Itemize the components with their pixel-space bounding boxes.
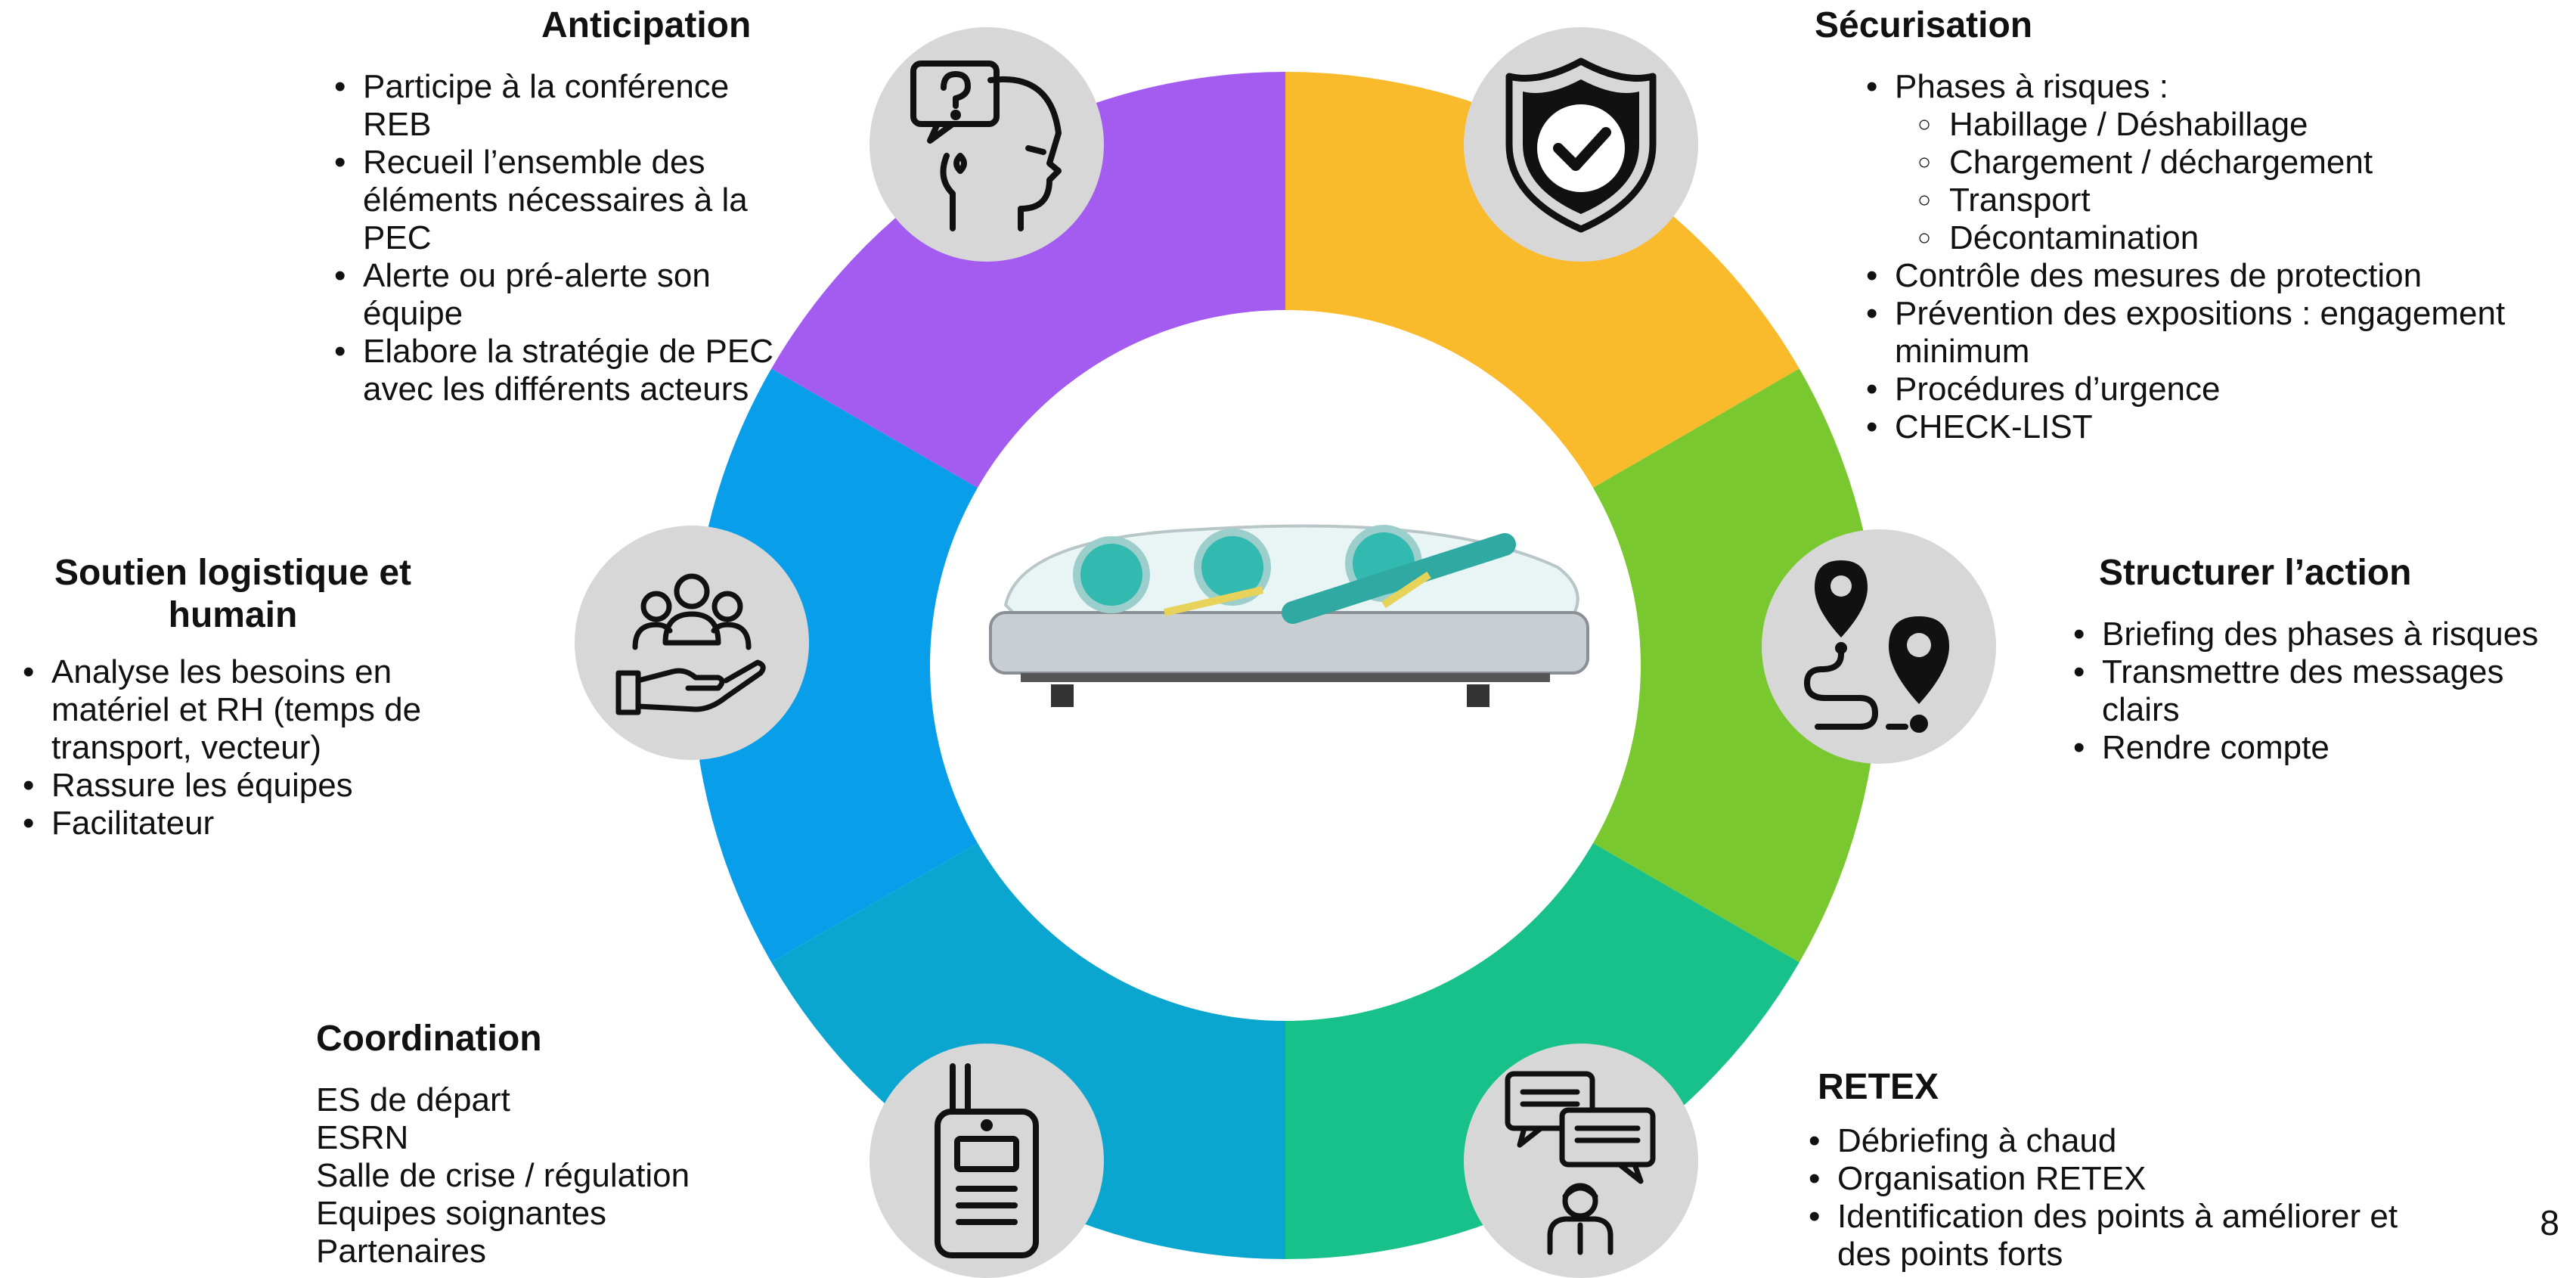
list-item: Transmettre des messages clairs [2072, 653, 2556, 729]
structurer-list: Briefing des phases à risques Transmettr… [2072, 616, 2556, 767]
coordination-list: ES de départ ESRN Salle de crise / régul… [316, 1081, 785, 1270]
soutien-icon-circle [575, 526, 809, 760]
list-item: Identification des points à améliorer et… [1807, 1198, 2442, 1273]
anticipation-block: Anticipation Participe à la conférence R… [333, 5, 786, 408]
list-subitem: Habillage / Déshabillage [1865, 106, 2571, 144]
securisation-list: Phases à risques : Habillage / Déshabill… [1865, 68, 2571, 446]
coordination-title: Coordination [316, 1019, 542, 1059]
list-item: ES de départ [316, 1081, 510, 1118]
head-question-icon [910, 60, 1062, 231]
list-item: Briefing des phases à risques [2072, 616, 2556, 653]
list-item: Procédures d’urgence [1865, 371, 2571, 408]
structurer-icon-circle [1762, 529, 1996, 764]
coordination-block: Coordination ES de départ ESRN Salle de … [316, 1018, 785, 1270]
list-item: Alerte ou pré-alerte son équipe [333, 257, 786, 333]
soutien-list: Analyse les besoins en matériel et RH (t… [21, 653, 460, 842]
list-subitem: Chargement / déchargement [1865, 144, 2571, 181]
anticipation-list: Participe à la conférence REB Recueil l’… [333, 68, 786, 408]
list-item: Organisation RETEX [1807, 1160, 2442, 1198]
structurer-title: Structurer l’action [2099, 553, 2412, 593]
chat-person-icon [1505, 1071, 1656, 1255]
securisation-block: Sécurisation Phases à risques : Habillag… [1815, 5, 2571, 446]
walkie-talkie-icon [935, 1063, 1039, 1258]
list-item: Rendre compte [2072, 729, 2556, 767]
list-item: Contrôle des mesures de protection [1865, 257, 2571, 295]
list-item: Débriefing à chaud [1807, 1122, 2442, 1160]
coordination-icon-circle [870, 1044, 1104, 1278]
structurer-block: Structurer l’action Briefing des phases … [2072, 552, 2556, 767]
list-subitem: Transport [1865, 181, 2571, 219]
list-subitem: Décontamination [1865, 219, 2571, 257]
securisation-icon-circle [1464, 27, 1698, 262]
soutien-title-line1: Soutien logistique et [54, 553, 411, 593]
list-item: ESRN [316, 1119, 409, 1156]
list-item: Equipes soignantes [316, 1195, 607, 1232]
soutien-title-line2: humain [168, 595, 298, 635]
securisation-title: Sécurisation [1815, 5, 2033, 45]
retex-title: RETEX [1818, 1067, 1939, 1107]
soutien-block: Soutien logistique et humain Analyse les… [21, 552, 460, 842]
isolation-stretcher-image [989, 524, 1589, 707]
shield-check-icon [1505, 57, 1657, 233]
list-item: Rassure les équipes [21, 767, 460, 805]
list-item: Elabore la stratégie de PEC avec les dif… [333, 333, 786, 408]
anticipation-title: Anticipation [541, 5, 752, 45]
list-item: Recueil l’ensemble des éléments nécessai… [333, 144, 786, 257]
list-item: Phases à risques : [1865, 68, 2571, 106]
retex-list: Débriefing à chaud Organisation RETEX Id… [1807, 1122, 2442, 1273]
list-item: Prévention des expositions : engagement … [1865, 295, 2571, 371]
list-item: Facilitateur [21, 805, 460, 842]
list-item: Participe à la conférence REB [333, 68, 786, 144]
list-item: Analyse les besoins en matériel et RH (t… [21, 653, 460, 767]
page-number: 8 [2540, 1203, 2559, 1242]
retex-block: RETEX Débriefing à chaud Organisation RE… [1807, 1066, 2442, 1273]
anticipation-icon-circle [870, 27, 1104, 262]
route-pins-icon [1803, 560, 1949, 733]
list-item: CHECK-LIST [1865, 408, 2571, 446]
helping-hand-group-icon [615, 573, 766, 715]
soutien-title: Soutien logistique et humain [21, 552, 445, 637]
list-item: Partenaires [316, 1233, 487, 1270]
list-item: Salle de crise / régulation [316, 1157, 690, 1194]
retex-icon-circle [1464, 1044, 1698, 1278]
